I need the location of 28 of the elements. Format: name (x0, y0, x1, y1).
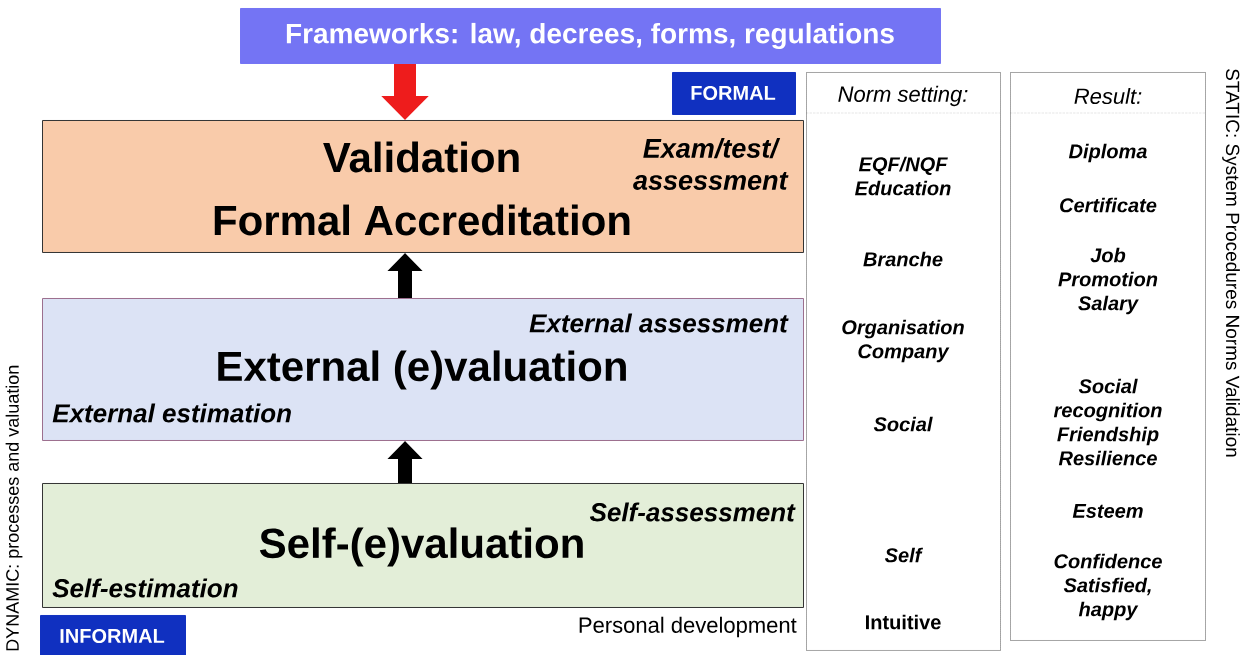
badge-label: INFORMAL (60, 628, 165, 644)
table-item: Self (884, 547, 923, 563)
box-title: Validation (323, 141, 519, 173)
badge-label: FORMAL (691, 85, 776, 101)
table-item: Social recognition Friendship Resilience (1053, 378, 1162, 466)
box-note: External estimation (52, 403, 291, 423)
table-item: Esteem (1072, 504, 1143, 518)
box-title: External (e)valuation (218, 350, 626, 390)
table-item: Branche (863, 251, 943, 267)
table-item: Intuitive (866, 614, 941, 630)
table-item: Diploma (1068, 143, 1147, 163)
table-item: Social (873, 416, 933, 432)
box-note: Self-assessment (589, 502, 796, 522)
table-item: Organisation Company (842, 319, 964, 363)
axis-caption: DYNAMIC: processes and valuation (5, 365, 23, 651)
box-title: Self-(e)valuation (259, 527, 583, 567)
table-item: Certificate (1060, 197, 1157, 213)
box-note: Self-estimation (52, 578, 238, 598)
box-note: Exam/test/ assessment (633, 138, 789, 190)
box-note: External assessment (529, 313, 789, 333)
caption-text: Personal development (579, 616, 797, 638)
table-item: Job Promotion Salary (1058, 247, 1158, 315)
column-header: Result: (1074, 87, 1142, 105)
table-item: EQF/NQF Education (855, 156, 951, 196)
column-header: Norm setting: (838, 85, 968, 107)
banner-title: Frameworks: law, decrees, forms, regulations (286, 22, 894, 50)
box-title: Formal Accreditation (214, 204, 630, 236)
table-item: Confidence Satisfied, happy (1054, 553, 1162, 621)
